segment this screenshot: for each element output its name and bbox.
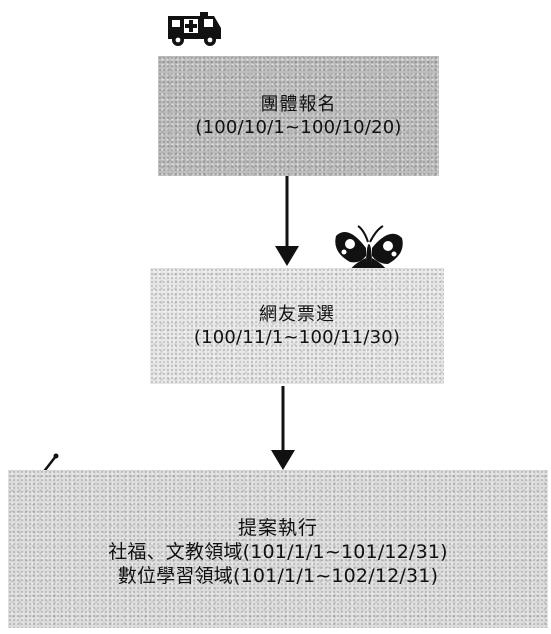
step-title: 網友票選 — [259, 303, 335, 325]
step-date-range: (100/11/1~100/11/30) — [193, 327, 401, 348]
down-arrow-icon — [275, 176, 299, 266]
step-group-registration: 團體報名 (100/10/1~100/10/20) — [158, 56, 439, 176]
ambulance-icon — [168, 12, 221, 46]
step-proposal-execution: 提案執行 社福、文教領域(101/1/1~101/12/31) 數位學習領域(1… — [8, 470, 548, 628]
step-title: 提案執行 — [237, 516, 318, 539]
step-date-range: 數位學習領域(101/1/1~102/12/31) — [117, 565, 439, 588]
step-date-range: (100/10/1~100/10/20) — [195, 117, 402, 138]
step-online-voting: 網友票選 (100/11/1~100/11/30) — [150, 268, 444, 384]
down-arrow-icon — [271, 386, 295, 470]
step-date-range: 社福、文教領域(101/1/1~101/12/31) — [108, 540, 448, 563]
step-title: 團體報名 — [260, 93, 337, 115]
